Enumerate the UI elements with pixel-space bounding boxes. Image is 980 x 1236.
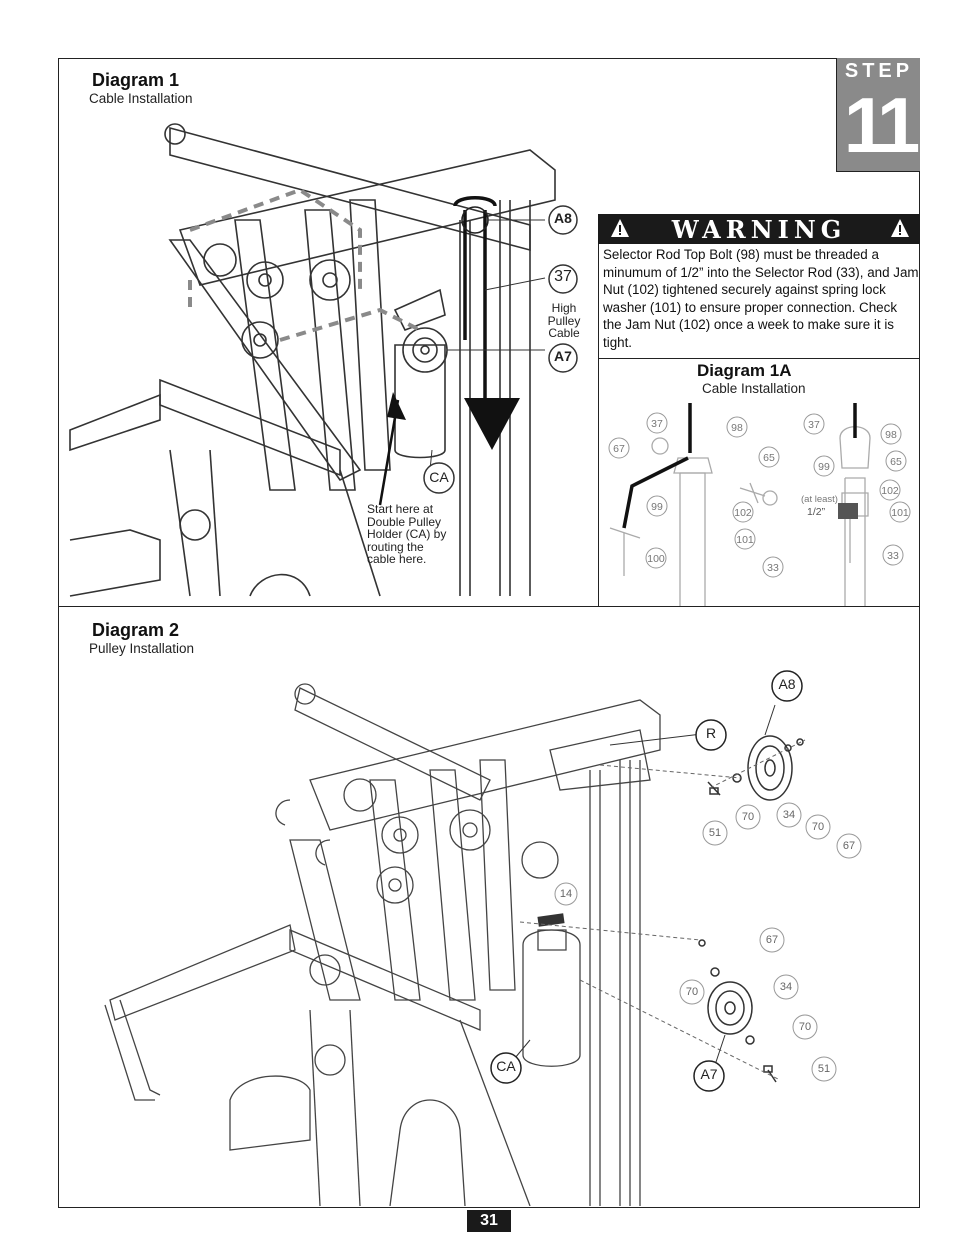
diagram2-title: Diagram 2: [92, 620, 180, 640]
half-inch-label: 1/2”: [807, 506, 826, 518]
step-badge: STEP 11: [836, 58, 920, 172]
d2-part-67-b: 67: [765, 934, 779, 946]
d2-part-51-b: 51: [817, 1063, 831, 1075]
diagram1-illustration: [69, 123, 556, 597]
d2-callout-a8: A8: [778, 676, 796, 692]
warning-panel: [598, 214, 920, 607]
d2-part-51-a: 51: [708, 827, 722, 839]
start-note: Start here at Double Pulley Holder (CA) …: [367, 503, 467, 566]
warning-header: WARNING: [598, 214, 920, 244]
d2-part-70-c: 70: [685, 986, 699, 998]
callout-a7: A7: [554, 348, 572, 364]
diagram1a-subtitle: Cable Installation: [702, 381, 806, 396]
part-33-b: 33: [887, 550, 899, 562]
step-word: STEP: [844, 60, 914, 82]
warning-left-icon: [611, 219, 629, 237]
high-pulley-label: High Pulley Cable: [544, 302, 584, 340]
callout-a8: A8: [554, 210, 572, 226]
high-pulley-line3: Cable: [548, 326, 580, 340]
at-least-label: (at least): [801, 494, 838, 505]
start-note-line3: Holder (CA) by: [367, 527, 447, 541]
part-33-a: 33: [767, 562, 779, 574]
callout-ca: CA: [429, 469, 449, 485]
diagram2-subtitle: Pulley Installation: [89, 641, 195, 656]
warning-separator: [598, 358, 920, 359]
part-100-a: 100: [647, 553, 665, 565]
part-37-a: 37: [651, 418, 663, 430]
d2-callout-a7: A7: [700, 1066, 718, 1082]
d2-part-34-a: 34: [782, 809, 796, 821]
diagram1-title: Diagram 1: [92, 70, 180, 90]
part-98-a: 98: [731, 422, 743, 434]
warning-title: WARNING: [671, 215, 847, 244]
section-divider: [58, 606, 920, 607]
part-65-b: 65: [890, 456, 902, 468]
callout-37: 37: [554, 268, 572, 285]
d2-part-14: 14: [559, 888, 573, 900]
part-102-a: 102: [734, 507, 752, 519]
start-note-line2: Double Pulley: [367, 514, 442, 529]
diagram1-callouts: [548, 205, 578, 373]
diagram1-subtitle: Cable Installation: [89, 91, 193, 106]
d2-part-34-b: 34: [779, 981, 793, 993]
part-102-b: 102: [881, 485, 899, 497]
start-note-line4: routing the: [367, 539, 424, 554]
diagram1-ca-circle: [423, 462, 455, 494]
warning-body: Selector Rod Top Bolt (98) must be threa…: [603, 247, 919, 350]
d2-callout-ca: CA: [496, 1058, 516, 1074]
page-number: 31: [467, 1210, 511, 1232]
part-37-b: 37: [808, 419, 820, 431]
diagram1a-illustration: [608, 403, 911, 606]
part-101-b: 101: [891, 507, 909, 519]
page-frame: [58, 58, 920, 1208]
d2-part-70-d: 70: [798, 1021, 812, 1033]
d2-part-70-b: 70: [811, 821, 825, 833]
part-99-a: 99: [651, 501, 663, 513]
part-67-a: 67: [613, 443, 625, 455]
d2-part-70-a: 70: [741, 811, 755, 823]
d2-part-67-a: 67: [842, 840, 856, 852]
high-pulley-line2: Pulley: [547, 313, 581, 328]
start-note-line1: Start here at: [367, 502, 434, 516]
high-pulley-line1: High: [551, 301, 577, 315]
part-98-b: 98: [885, 429, 897, 441]
warning-right-icon: [891, 219, 909, 237]
step-number: 11: [843, 81, 920, 169]
diagram1a-title: Diagram 1A: [697, 361, 792, 380]
diagram2-illustration: [104, 670, 862, 1206]
d2-callout-r: R: [705, 725, 717, 741]
part-101-a: 101: [736, 534, 754, 546]
part-99-b: 99: [818, 461, 830, 473]
start-note-line5: cable here.: [367, 552, 427, 566]
part-65-a: 65: [763, 452, 775, 464]
